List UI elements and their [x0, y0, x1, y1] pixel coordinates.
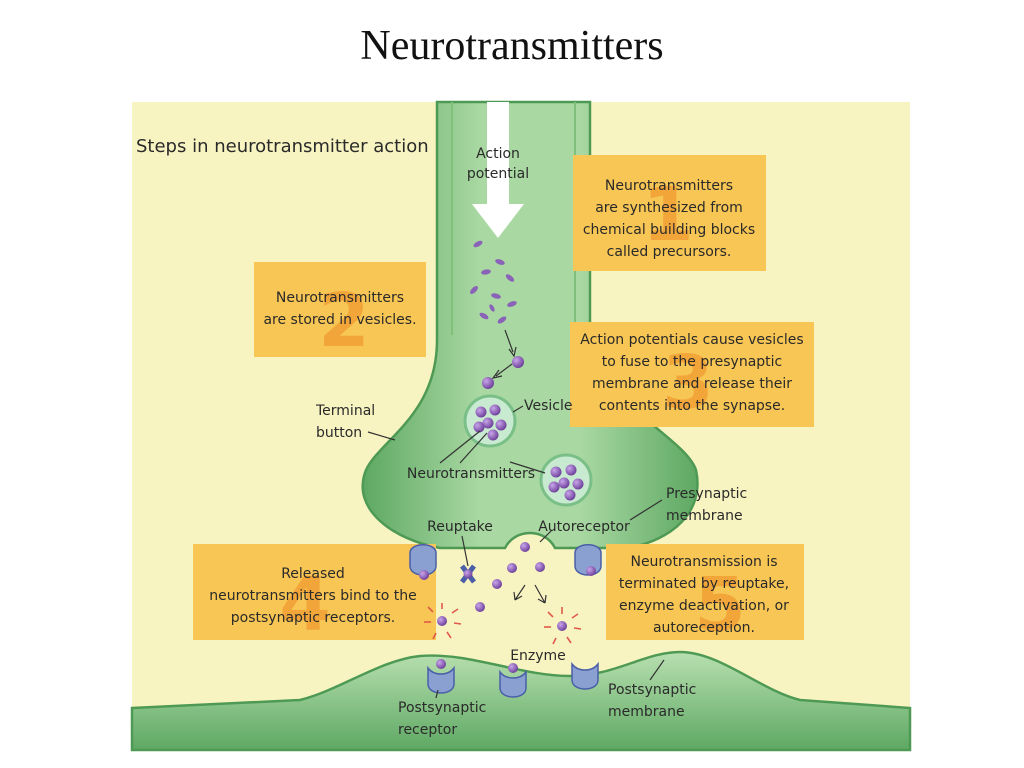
step-number-1: 1: [642, 172, 694, 258]
svg-text:membrane and release their: membrane and release their: [592, 376, 792, 392]
postsynaptic-membrane-label-2: membrane: [608, 704, 685, 720]
enzyme-breakdown-left: [424, 603, 462, 640]
postsynaptic-receptor-left: [427, 659, 455, 694]
action-potential-label: Action: [476, 146, 520, 162]
step-text-1: Neurotransmitters are synthesized from c…: [583, 178, 755, 260]
precursor-molecules: [470, 240, 517, 324]
postsynaptic-receptor-right: [571, 661, 599, 690]
svg-text:Neurotransmitters: Neurotransmitters: [276, 290, 404, 306]
svg-text:terminated by reuptake,: terminated by reuptake,: [619, 576, 789, 592]
svg-text:Neurotransmitters: Neurotransmitters: [605, 178, 733, 194]
svg-text:neurotransmitters bind to the: neurotransmitters bind to the: [209, 588, 416, 604]
step-box-3: [570, 322, 814, 427]
presynaptic-neuron: [361, 100, 699, 550]
svg-text:postsynaptic receptors.: postsynaptic receptors.: [231, 610, 396, 626]
enzyme-label: Enzyme: [510, 648, 566, 664]
svg-text:Neurotransmission is: Neurotransmission is: [630, 554, 777, 570]
svg-text:autoreception.: autoreception.: [653, 620, 755, 636]
svg-text:Action potentials cause vesicl: Action potentials cause vesicles: [580, 332, 803, 348]
svg-text:Released: Released: [281, 566, 345, 582]
postsynaptic-neuron: [130, 650, 912, 752]
action-potential-label-2: potential: [467, 166, 529, 182]
terminal-button-label-2: button: [316, 425, 362, 441]
released-neurotransmitters: [437, 542, 567, 631]
step-box-5: [606, 544, 804, 640]
svg-text:are synthesized from: are synthesized from: [595, 200, 743, 216]
enzyme-breakdown-right: [544, 607, 582, 645]
presynaptic-membrane-label-2: membrane: [666, 508, 743, 524]
autoreceptor-label: Autoreceptor: [538, 519, 630, 535]
terminal-button-label: Terminal: [315, 403, 375, 419]
svg-text:enzyme deactivation, or: enzyme deactivation, or: [619, 598, 789, 614]
step-box-2: [254, 262, 426, 357]
step-number-3: 3: [662, 340, 714, 426]
postsynaptic-receptor-label-2: receptor: [398, 722, 457, 738]
step-text-5: Neurotransmission is terminated by reupt…: [619, 554, 789, 636]
vesicle-1: [463, 394, 517, 448]
step-box-4: [193, 544, 436, 640]
reuptake-label: Reuptake: [427, 519, 493, 535]
reuptake-transporter: [460, 564, 476, 584]
svg-text:to fuse to the presynaptic: to fuse to the presynaptic: [602, 354, 783, 370]
postsynaptic-receptor-mid: [499, 663, 527, 698]
vesicle-2: [539, 453, 593, 507]
vesicle-label: Vesicle: [524, 398, 573, 414]
svg-text:chemical building blocks: chemical building blocks: [583, 222, 755, 238]
presynaptic-receptor-left: [409, 544, 437, 580]
svg-text:contents into the synapse.: contents into the synapse.: [599, 398, 785, 414]
diagram-heading: Steps in neurotransmitter action: [136, 136, 429, 157]
step-box-1: [573, 155, 766, 271]
svg-text:are stored in vesicles.: are stored in vesicles.: [263, 312, 416, 328]
step-number-2: 2: [318, 278, 370, 364]
step-number-5: 5: [694, 562, 746, 648]
action-potential-arrow: [472, 102, 524, 238]
step-text-3: Action potentials cause vesicles to fuse…: [580, 332, 803, 414]
postsynaptic-receptor-label: Postsynaptic: [398, 700, 486, 716]
postsynaptic-membrane-label: Postsynaptic: [608, 682, 696, 698]
presynaptic-membrane-label: Presynaptic: [666, 486, 747, 502]
svg-text:called precursors.: called precursors.: [607, 244, 732, 260]
autoreceptor-right: [574, 544, 602, 576]
step-text-2: Neurotransmitters are stored in vesicles…: [263, 290, 416, 328]
step-text-4: Released neurotransmitters bind to the p…: [209, 566, 416, 626]
slide-title: Neurotransmitters: [360, 23, 664, 69]
neurotransmitters-label: Neurotransmitters: [407, 466, 535, 482]
step-number-4: 4: [279, 562, 331, 648]
